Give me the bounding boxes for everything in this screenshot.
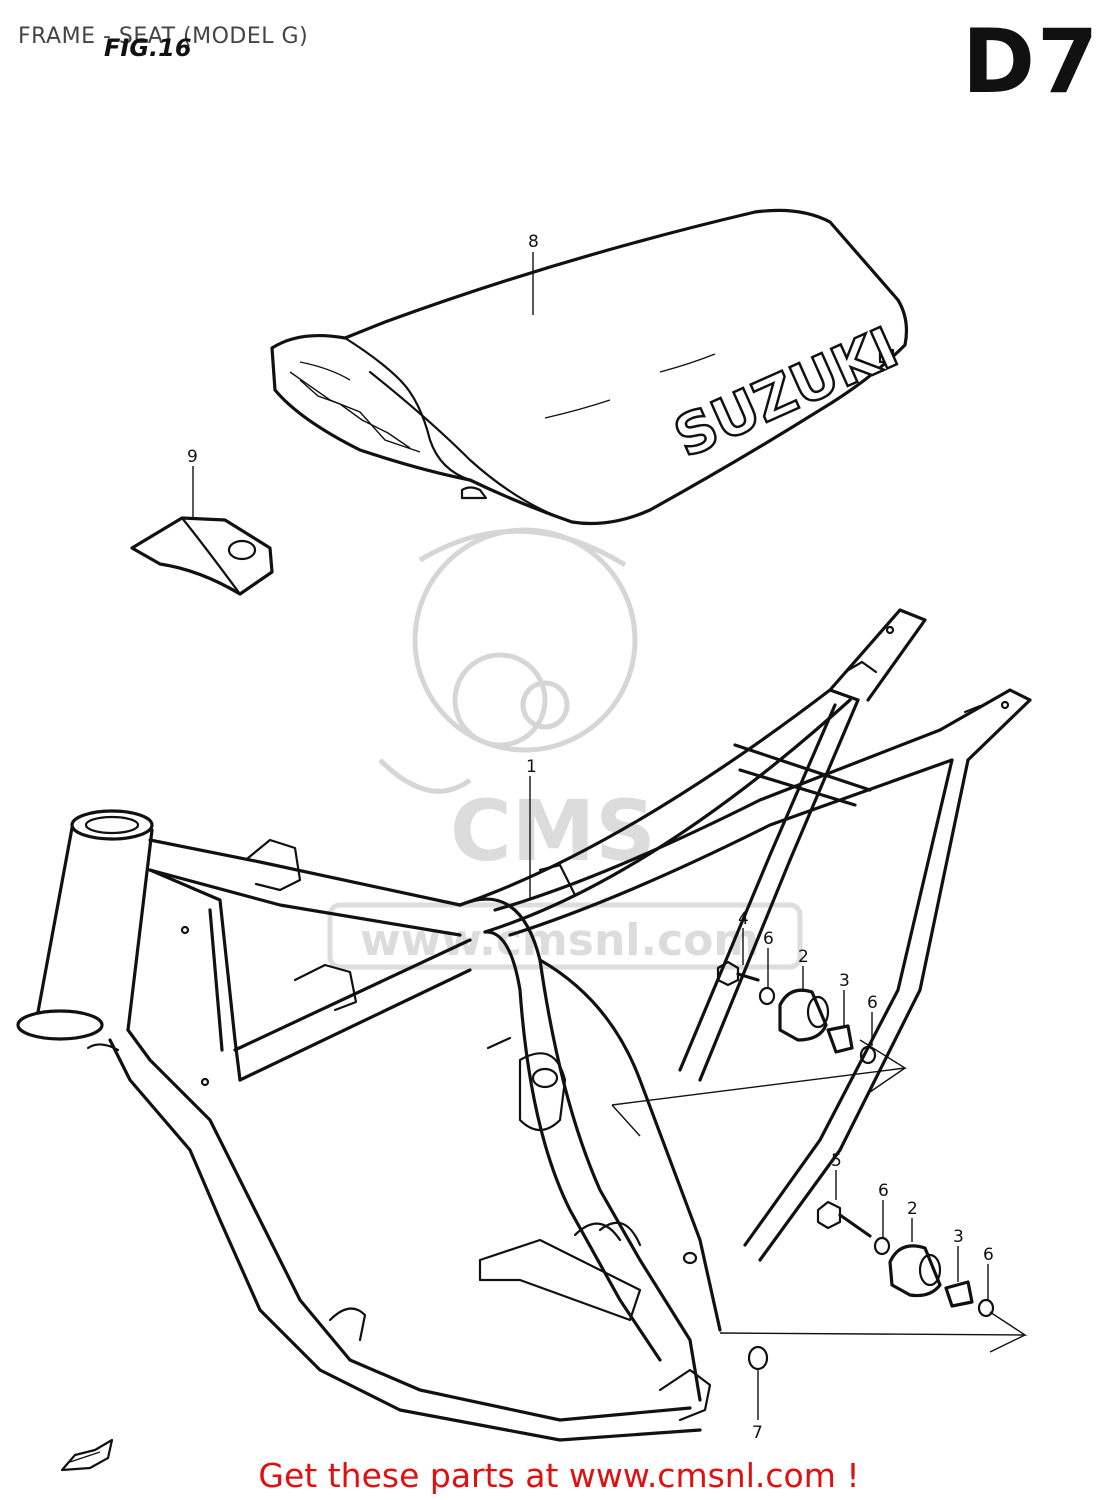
callout-6-upper-left: 6 <box>763 929 774 949</box>
callout-8: 8 <box>528 232 539 252</box>
page-code: D7 <box>962 10 1101 113</box>
callout-7: 7 <box>752 1423 763 1443</box>
callout-6-lower-left: 6 <box>878 1181 889 1201</box>
front-direction-icon <box>60 1438 114 1472</box>
callout-4: 4 <box>738 909 749 929</box>
callout-3-lower: 3 <box>953 1227 964 1247</box>
upper-fastener-group <box>611 960 908 1137</box>
callout-2-upper: 2 <box>798 947 809 967</box>
seat-part-8: SUZUKI <box>270 208 909 526</box>
callout-9: 9 <box>187 447 198 467</box>
seat-brand-text: SUZUKI <box>665 315 907 470</box>
lower-fastener-group <box>719 1200 1028 1371</box>
strap-part-9 <box>130 516 274 596</box>
cta-link[interactable]: Get these parts at www.cmsnl.com ! <box>258 1456 860 1495</box>
callout-6-lower-right: 6 <box>983 1245 994 1265</box>
leader-lines <box>192 252 989 1420</box>
callout-6-upper-right: 6 <box>867 993 878 1013</box>
callout-2-lower: 2 <box>907 1199 918 1219</box>
frame-part-1 <box>16 608 1032 1442</box>
callout-1: 1 <box>526 757 537 777</box>
callout-5: 5 <box>831 1151 842 1171</box>
callout-labels: 1 8 9 4 6 2 3 6 5 6 2 3 6 7 <box>187 232 994 1443</box>
diagram-title: FRAME - SEAT (MODEL G) <box>18 24 309 49</box>
figure-number: FIG.16 <box>104 34 192 62</box>
callout-3-upper: 3 <box>839 971 850 991</box>
watermark-url-text: www.cmsnl.com <box>360 915 759 966</box>
